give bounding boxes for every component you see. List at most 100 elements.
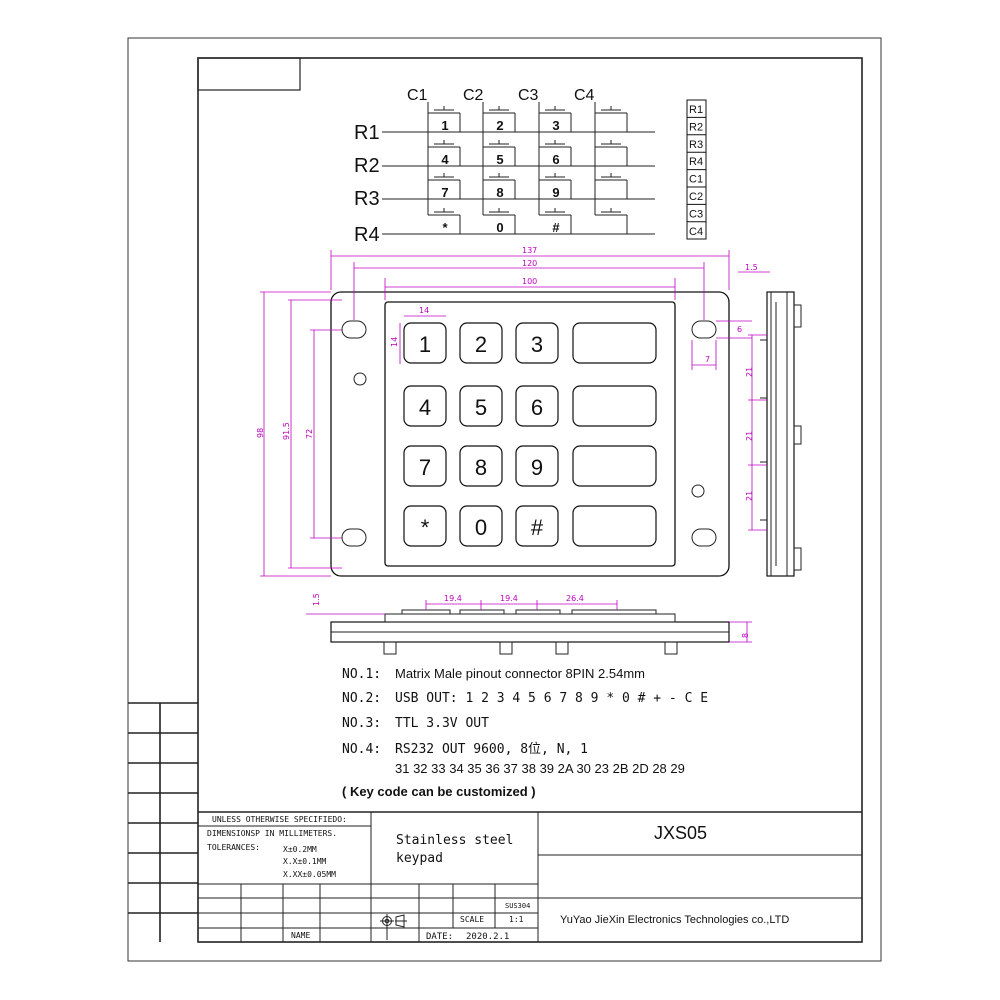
key-8: 7 bbox=[403, 445, 447, 487]
switch-label: 0 bbox=[496, 220, 503, 235]
dim-panel-width: 100 bbox=[522, 277, 537, 286]
bottom-dim-2: 19.4 bbox=[500, 594, 518, 603]
row-label: R3 bbox=[354, 188, 380, 210]
note-text: Matrix Male pinout connector 8PIN 2.54mm bbox=[395, 666, 645, 681]
date-label: DATE: bbox=[426, 932, 453, 942]
switch-label: 2 bbox=[496, 118, 503, 133]
side-view: 21 21 21 bbox=[745, 291, 802, 577]
pinout-label: C2 bbox=[689, 191, 703, 203]
switch-4: 4 bbox=[428, 140, 461, 167]
custom-note: ( Key code can be customized ) bbox=[342, 784, 536, 799]
key-10: 9 bbox=[515, 445, 559, 487]
pinout-label: R4 bbox=[689, 156, 703, 168]
key-0: 1 bbox=[403, 322, 447, 364]
row-label: R2 bbox=[354, 155, 380, 177]
mounting-slot bbox=[691, 528, 717, 547]
date-value: 2020.2.1 bbox=[466, 932, 509, 942]
column-labels: C1 C2 C3 C4 bbox=[407, 87, 595, 104]
dim-thickness: 1.5 bbox=[745, 263, 758, 272]
pinout-label: C1 bbox=[689, 174, 703, 186]
mounting-slot bbox=[341, 528, 367, 547]
switch-8: 7 bbox=[428, 173, 461, 200]
switch-7 bbox=[595, 140, 628, 166]
switch-5: 5 bbox=[483, 140, 516, 167]
note-text: RS232 OUT 9600, 8位, N, 1 bbox=[395, 742, 588, 757]
key-4: 4 bbox=[403, 385, 447, 427]
key-9: 8 bbox=[459, 445, 503, 487]
part-name-line1: Stainless steel bbox=[396, 833, 513, 848]
key-label: 6 bbox=[531, 395, 543, 420]
switch-label: 7 bbox=[441, 185, 448, 200]
projection-symbol-icon bbox=[380, 914, 407, 940]
switch-3 bbox=[595, 106, 628, 132]
key-5: 5 bbox=[459, 385, 503, 427]
switch-label: 5 bbox=[496, 152, 503, 167]
function-key-3 bbox=[572, 505, 657, 547]
mounting-slot bbox=[691, 320, 717, 339]
key-label: * bbox=[421, 515, 430, 540]
switch-11 bbox=[595, 173, 628, 199]
switch-13: 0 bbox=[483, 208, 516, 235]
key-label: 3 bbox=[531, 332, 543, 357]
spec-heading: UNLESS OTHERWISE SPECIFIEDO: bbox=[212, 815, 347, 824]
pinout-label: R3 bbox=[689, 139, 703, 151]
tolerance-1: X±0.2MM bbox=[283, 845, 317, 854]
notes: NO.1: Matrix Male pinout connector 8PIN … bbox=[342, 666, 708, 799]
switch-label: * bbox=[442, 220, 448, 235]
switch-label: 1 bbox=[441, 118, 448, 133]
switch-label: 9 bbox=[552, 185, 559, 200]
note-label: NO.3: bbox=[342, 716, 381, 731]
key-2: 3 bbox=[515, 322, 559, 364]
pinout-label: C3 bbox=[689, 208, 703, 220]
title-block: UNLESS OTHERWISE SPECIFIEDO: DIMENSIONSP… bbox=[198, 811, 862, 942]
note-text: USB OUT: 1 2 3 4 5 6 7 8 9 * 0 # + - C E bbox=[395, 691, 708, 706]
function-key-1 bbox=[572, 385, 657, 427]
units-note: DIMENSIONSP IN MILLIMETERS. bbox=[207, 829, 337, 838]
locating-hole bbox=[691, 484, 705, 498]
part-name-line2: keypad bbox=[396, 851, 443, 866]
dim-key-height: 14 bbox=[390, 337, 399, 347]
column-label: C3 bbox=[518, 87, 539, 104]
switch-10: 9 bbox=[539, 173, 572, 200]
switch-label: 3 bbox=[552, 118, 559, 133]
front-dimensions: 137 120 100 14 14 98 91.5 72 bbox=[256, 246, 770, 577]
bottom-view: 19.4 19.4 26.4 1.5 8 bbox=[306, 593, 752, 655]
key-label: 2 bbox=[475, 332, 487, 357]
pinout-label: C4 bbox=[689, 226, 703, 238]
column-label: C1 bbox=[407, 87, 428, 104]
note-label: NO.2: bbox=[342, 691, 381, 706]
dim-hole-vertical: 91.5 bbox=[282, 422, 291, 440]
pinout-label: R1 bbox=[689, 104, 703, 116]
mounting-slot bbox=[341, 320, 367, 339]
key-label: 0 bbox=[475, 515, 487, 540]
tolerance-2: X.X±0.1MM bbox=[283, 857, 327, 866]
bottom-dim-1: 19.4 bbox=[444, 594, 462, 603]
switch-14: # bbox=[539, 208, 572, 235]
switch-2: 3 bbox=[539, 106, 572, 133]
key-label: 5 bbox=[475, 395, 487, 420]
note-label: NO.1: bbox=[342, 667, 381, 682]
tolerance-3: X.XX±0.05MM bbox=[283, 870, 336, 879]
switch-9: 8 bbox=[483, 173, 516, 200]
column-label: C4 bbox=[574, 87, 595, 104]
key-label: 1 bbox=[419, 332, 431, 357]
side-dim-pitch-3: 21 bbox=[745, 491, 754, 501]
tolerances-label: TOLERANCES: bbox=[207, 843, 260, 852]
key-label: 7 bbox=[419, 455, 431, 480]
dim-hole-spacing: 120 bbox=[522, 259, 537, 268]
key-13: 0 bbox=[459, 505, 503, 547]
switch-label: 4 bbox=[441, 152, 449, 167]
scale-value: 1:1 bbox=[509, 915, 524, 924]
switch-label: 8 bbox=[496, 185, 503, 200]
key-panel bbox=[384, 301, 676, 567]
company-name: YuYao JieXin Electronics Technologies co… bbox=[560, 914, 789, 926]
material: SUS304 bbox=[505, 902, 530, 910]
switch-1: 2 bbox=[483, 106, 516, 133]
pinout-label: R2 bbox=[689, 121, 703, 133]
side-dim-pitch-2: 21 bbox=[745, 431, 754, 441]
dim-key-width: 14 bbox=[419, 306, 429, 315]
switch-label: 6 bbox=[552, 152, 559, 167]
corner-box bbox=[197, 57, 301, 91]
